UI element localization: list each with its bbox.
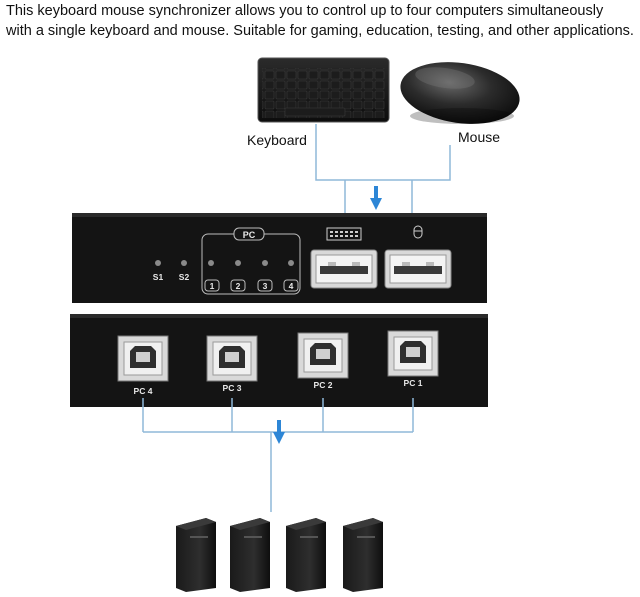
port-label-pc4: PC 4 [134, 386, 153, 396]
led-s2-icon [181, 260, 187, 266]
usb-b-port-pc2 [298, 333, 348, 378]
mouse-image [396, 55, 523, 131]
pc-number-4: 4 [289, 281, 294, 291]
led-pc4-icon [288, 260, 294, 266]
down-arrow-icon [370, 186, 382, 210]
led-pc2-icon [235, 260, 241, 266]
port-label-pc3: PC 3 [223, 383, 242, 393]
computer-tower-icon [230, 518, 270, 592]
port-label-pc2: PC 2 [314, 380, 333, 390]
computer-tower-icon [176, 518, 216, 592]
usb-a-port-mouse [385, 250, 451, 288]
pc-group-label: PC [243, 230, 256, 240]
computer-tower-icons [176, 518, 383, 592]
switch-label-s2: S2 [179, 272, 190, 282]
usb-b-port-pc1 [388, 331, 438, 376]
pc-number-1: 1 [210, 281, 215, 291]
pc-number-2: 2 [236, 281, 241, 291]
usb-b-port-pc3 [207, 336, 257, 381]
usb-b-port-pc4 [118, 336, 168, 381]
led-s1-icon [155, 260, 161, 266]
down-arrow-icon [273, 420, 285, 444]
led-pc1-icon [208, 260, 214, 266]
switch-label-s1: S1 [153, 272, 164, 282]
output-connector-lines [143, 398, 413, 512]
keyboard-image [258, 58, 389, 122]
pc-number-3: 3 [263, 281, 268, 291]
led-pc3-icon [262, 260, 268, 266]
front-panel [72, 213, 487, 303]
port-label-pc1: PC 1 [404, 378, 423, 388]
computer-tower-icon [286, 518, 326, 592]
computer-tower-icon [343, 518, 383, 592]
usb-a-port-keyboard [311, 250, 377, 288]
